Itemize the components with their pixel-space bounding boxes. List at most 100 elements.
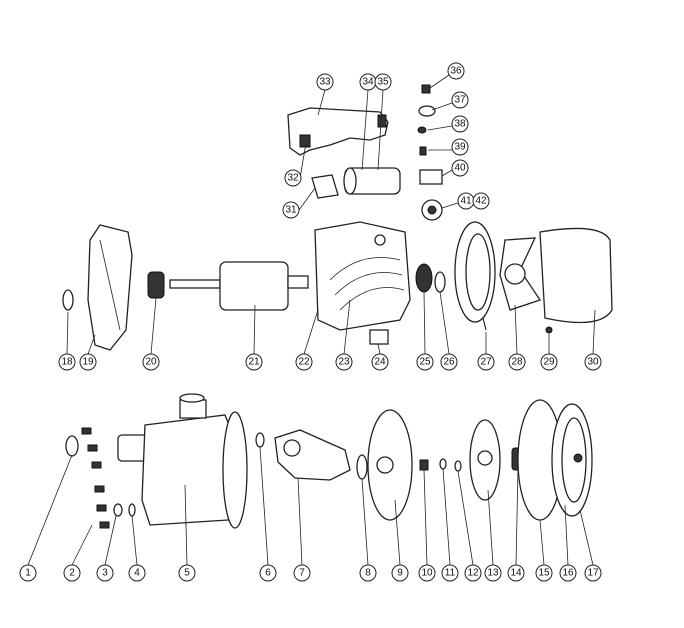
svg-text:32: 32 [287,173,299,184]
screw-29 [545,326,553,334]
svg-text:15: 15 [538,568,550,579]
screws-group [81,427,110,529]
callout-6: 6 [259,564,277,582]
callout-9: 9 [391,564,409,582]
svg-text:42: 42 [475,196,487,207]
svg-text:9: 9 [397,568,403,579]
callout-28: 28 [508,353,526,371]
callout-27: 27 [477,353,495,371]
svg-text:4: 4 [134,568,140,579]
pump-body-bracket [87,224,133,351]
svg-text:6: 6 [265,568,271,579]
bearing-25 [415,263,433,293]
callout-16: 16 [559,564,577,582]
svg-text:2: 2 [69,568,75,579]
o-ring-6 [255,432,265,448]
svg-text:5: 5 [184,568,190,579]
callout-20: 20 [142,353,160,371]
rear-end-cover [454,221,496,323]
washer-11 [439,458,447,470]
callout-31: 31 [282,201,300,219]
fan-cover [539,227,613,324]
o-ring-8 [356,454,368,480]
svg-text:33: 33 [319,77,331,88]
svg-text:16: 16 [562,568,574,579]
svg-text:29: 29 [543,357,555,368]
callout-24: 24 [371,353,389,371]
svg-text:22: 22 [298,357,310,368]
callout-36: 36 [447,62,465,80]
svg-text:26: 26 [443,357,455,368]
svg-text:40: 40 [454,163,466,174]
callout-15: 15 [535,564,553,582]
callout-29: 29 [540,353,558,371]
callout-26: 26 [440,353,458,371]
callout-42: 42 [472,192,490,210]
rotor-shaft [169,261,309,311]
callout-30: 30 [584,353,602,371]
callout-32: 32 [284,169,302,187]
svg-text:1: 1 [25,568,31,579]
svg-text:3: 3 [102,568,108,579]
callout-25: 25 [416,353,434,371]
svg-text:19: 19 [82,357,94,368]
svg-text:38: 38 [454,119,466,130]
callout-4: 4 [128,564,146,582]
impeller [469,419,501,501]
svg-text:39: 39 [454,142,466,153]
callout-39: 39 [451,138,469,156]
svg-text:20: 20 [145,357,157,368]
svg-text:17: 17 [587,568,599,579]
svg-text:7: 7 [299,568,305,579]
svg-text:10: 10 [421,568,433,579]
callout-19: 19 [79,353,97,371]
callout-38: 38 [451,115,469,133]
impeller-plate [367,409,413,521]
svg-text:35: 35 [377,77,389,88]
svg-text:8: 8 [365,568,371,579]
svg-text:28: 28 [511,357,523,368]
svg-text:18: 18 [61,357,73,368]
callout-17: 17 [584,564,602,582]
callout-40: 40 [451,159,469,177]
capacitor [343,167,401,195]
callout-13: 13 [484,564,502,582]
svg-text:14: 14 [510,568,522,579]
wave-washer-26 [434,271,446,293]
svg-text:21: 21 [248,357,260,368]
svg-text:25: 25 [419,357,431,368]
svg-text:31: 31 [285,205,297,216]
callout-18: 18 [58,353,76,371]
callout-22: 22 [295,353,313,371]
fan [499,237,542,311]
diffuser-ejector [274,429,351,481]
callout-37: 37 [451,91,469,109]
washer-12 [454,460,462,472]
callout-5: 5 [178,564,196,582]
motor-housing-stator [314,221,411,331]
bearing-20 [147,271,165,299]
callout-10: 10 [418,564,436,582]
callout-41: 41 [457,192,475,210]
pump-cover-17 [551,403,593,517]
callout-23: 23 [335,353,353,371]
o-ring-18 [62,289,74,311]
svg-text:30: 30 [587,357,599,368]
screw-27 [482,317,487,331]
svg-text:41: 41 [460,196,472,207]
svg-text:37: 37 [454,95,466,106]
callout-8: 8 [359,564,377,582]
svg-text:23: 23 [338,357,350,368]
callout-12: 12 [464,564,482,582]
drain-plug-1 [65,435,79,457]
callout-3: 3 [96,564,114,582]
svg-text:24: 24 [374,357,386,368]
nut-10 [419,459,429,471]
callout-7: 7 [293,564,311,582]
terminal-box-cover [287,107,389,156]
callout-14: 14 [507,564,525,582]
callout-33: 33 [316,73,334,91]
svg-text:13: 13 [487,568,499,579]
svg-text:34: 34 [362,77,374,88]
